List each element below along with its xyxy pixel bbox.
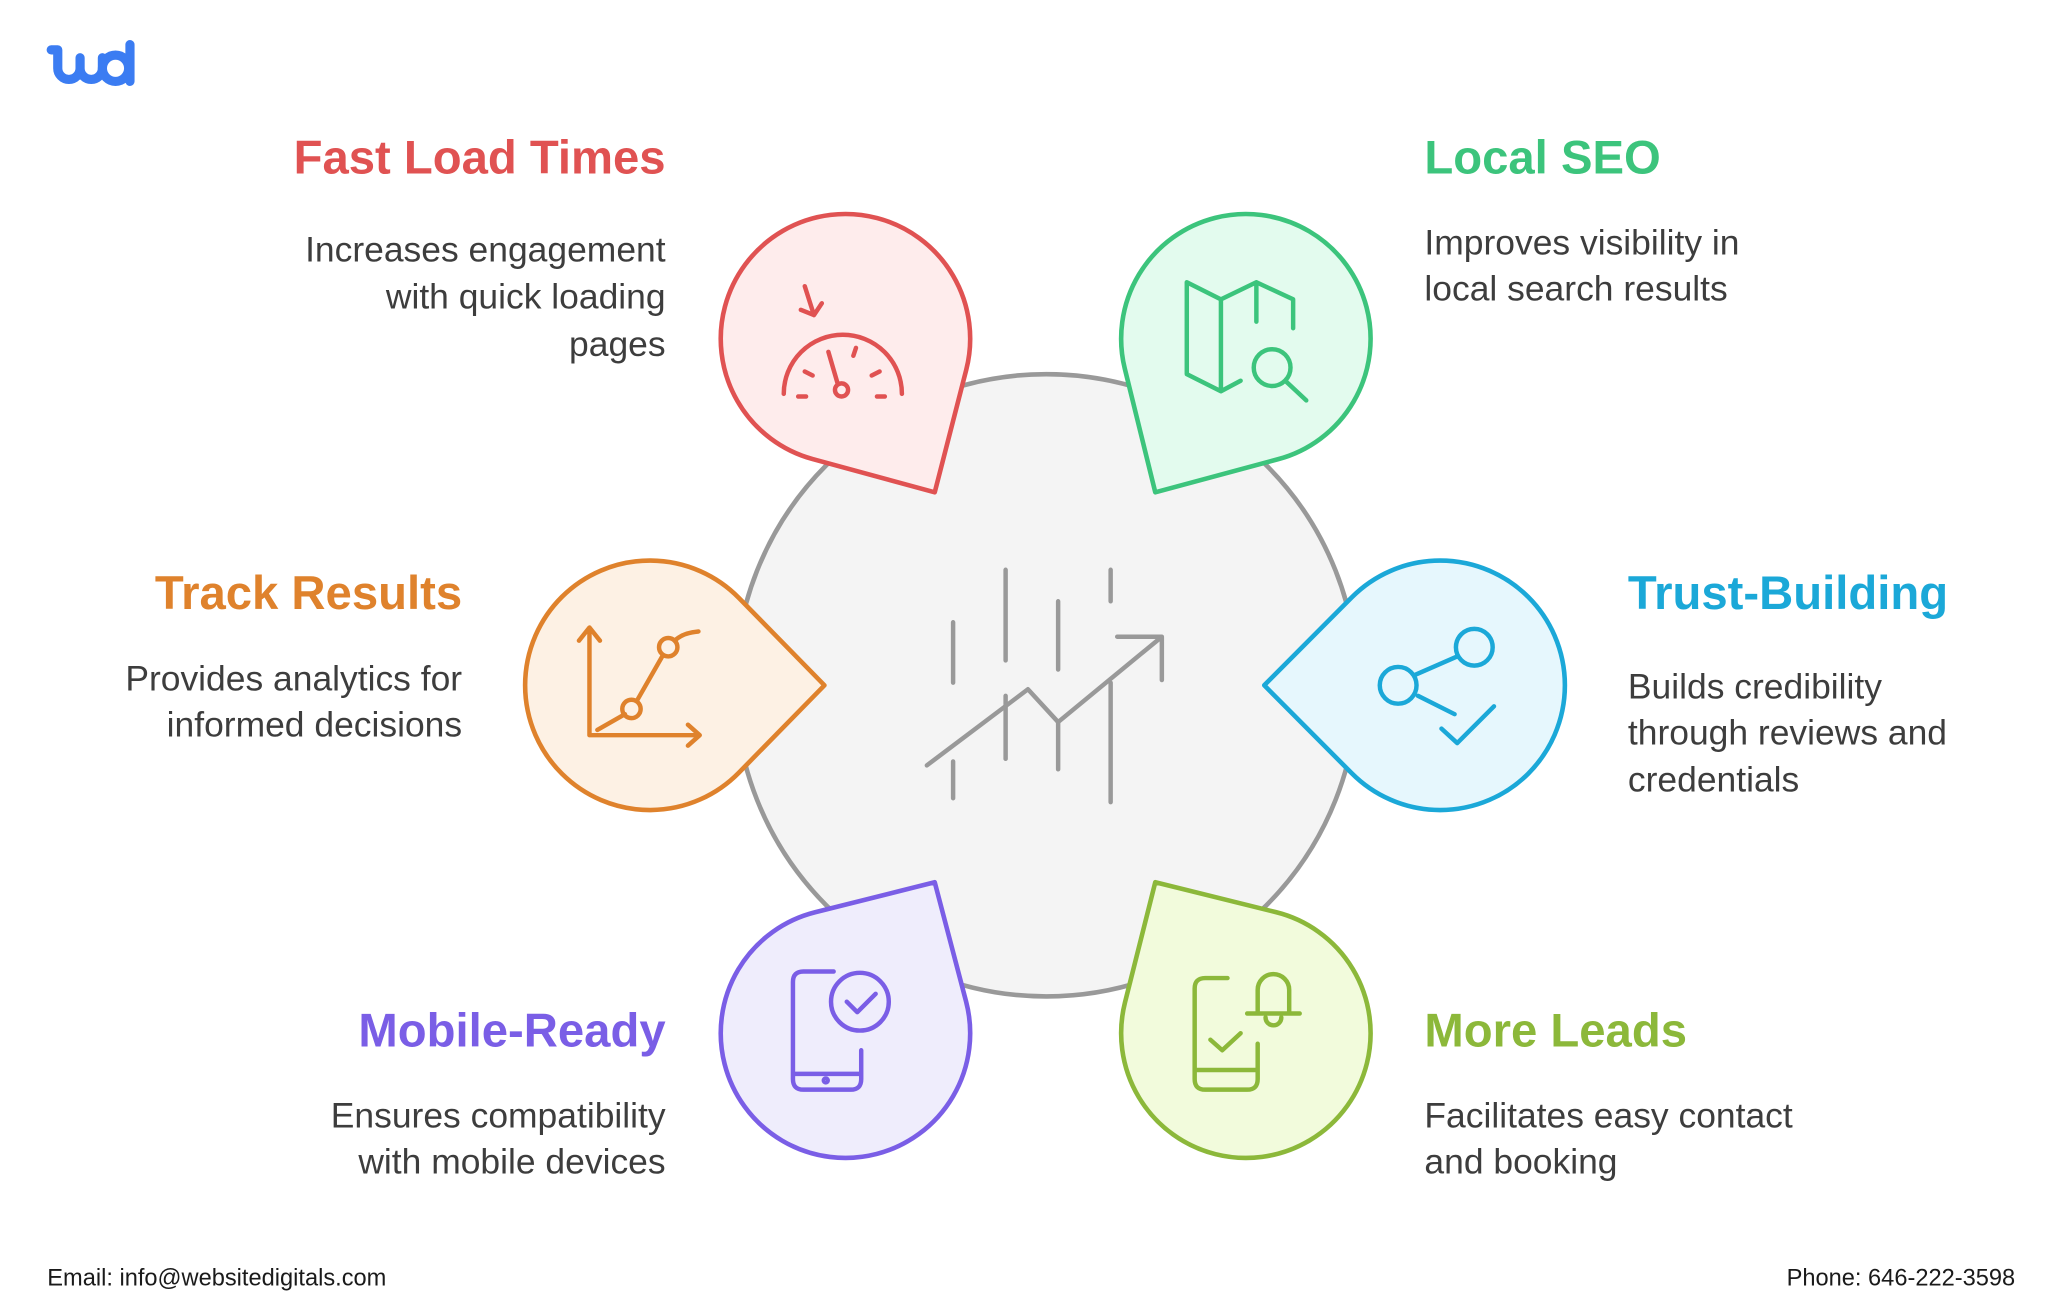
logo [46, 40, 135, 87]
pin-analytics-graph [522, 558, 827, 813]
footer-phone: Phone: 646-222-3598 [1787, 1265, 2016, 1291]
trending-chart-icon [924, 567, 1165, 805]
item-title: More Leads [1424, 1004, 1687, 1057]
map-search-icon [1184, 280, 1309, 403]
item-title: Fast Load Times [294, 131, 666, 184]
share-check-icon [1377, 626, 1497, 746]
mobile-bell-icon [1192, 971, 1302, 1092]
pin-mobile-bell [1118, 879, 1373, 1161]
item-title: Track Results [155, 567, 462, 620]
footer-email: Email: info@websitedigitals.com [47, 1265, 386, 1291]
item-title: Trust-Building [1628, 567, 1948, 620]
mobile-check-icon [790, 969, 892, 1092]
pin-map-search [1118, 211, 1373, 495]
pin-speedometer [718, 211, 973, 495]
speedometer-icon [781, 283, 905, 399]
analytics-graph-icon [576, 625, 702, 748]
item-title: Mobile-Ready [358, 1004, 666, 1057]
item-title: Local SEO [1424, 131, 1660, 184]
pin-mobile-check [718, 879, 973, 1161]
